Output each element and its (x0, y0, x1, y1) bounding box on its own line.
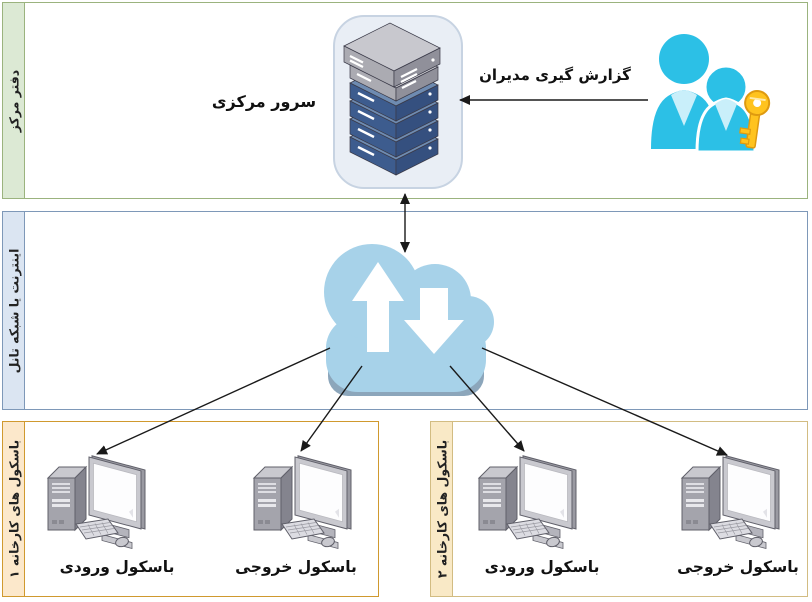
server-stack-icon (343, 22, 441, 176)
workstation-factory1-exit-icon (253, 455, 352, 550)
cloud-icon (324, 244, 494, 396)
workstation-factory1-entry-icon (47, 455, 146, 550)
connector-cloud-to-factory2-exit (481, 347, 728, 456)
managers-arrow-label: گزارش گیری مدیران (479, 66, 631, 84)
factory2-exit-label: باسکول خروجی (677, 558, 799, 576)
box-factory-1-strip: باسکول های کارخانه ۱ (3, 422, 25, 596)
managers-users-icon (651, 34, 757, 154)
connector-cloud-to-factory1-entry (96, 347, 331, 455)
download-arrow-icon (404, 288, 464, 354)
band-network-strip: اینترنت یا شبکه تانل (3, 212, 25, 409)
band-head-office-strip: دفتر مرکز (3, 3, 25, 198)
workstation-factory2-exit-icon (681, 455, 780, 550)
box-factory-2-strip: باسکول های کارخانه ۲ (431, 422, 453, 596)
connector-cloud-to-factory2-entry (449, 365, 525, 452)
server-label: سرور مرکزی (211, 92, 317, 111)
connector-cloud-to-factory1-exit (300, 365, 363, 452)
factory2-entry-label: باسکول ورودی (484, 558, 600, 576)
factory1-exit-label: باسکول خروجی (235, 558, 357, 576)
key-icon (739, 90, 771, 149)
upload-arrow-icon (352, 262, 404, 352)
workstation-factory2-entry-icon (478, 455, 577, 550)
factory1-entry-label: باسکول ورودی (59, 558, 175, 576)
